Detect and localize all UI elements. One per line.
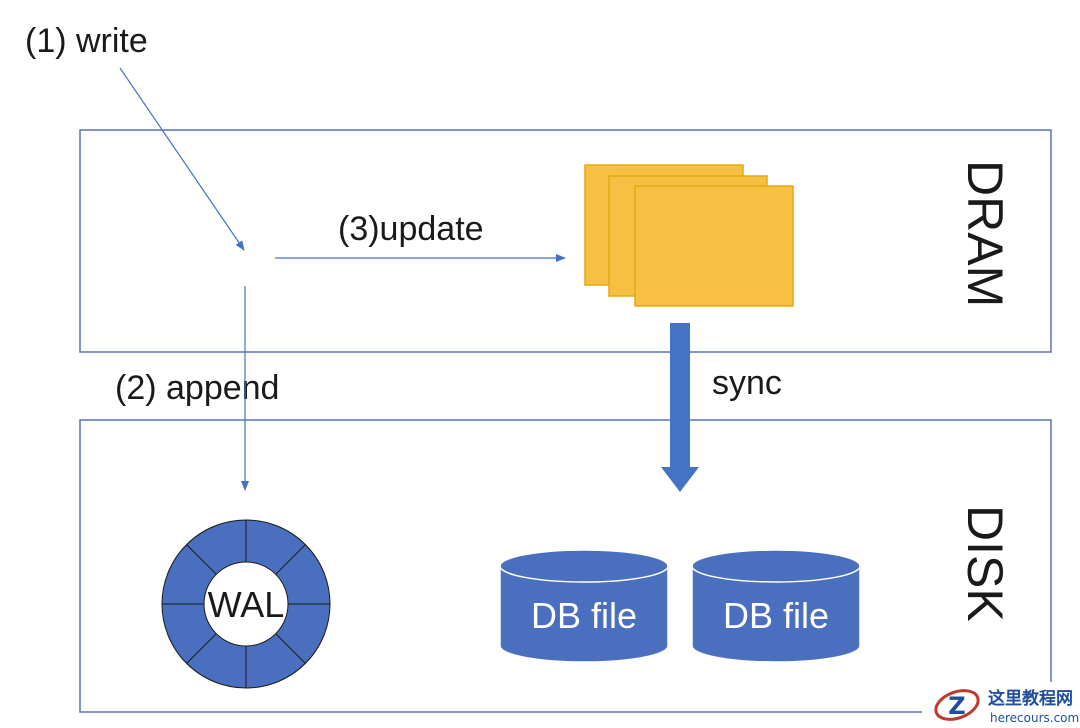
svg-text:Z: Z xyxy=(948,692,965,720)
wal-ring xyxy=(161,519,331,689)
disk-label: DISK xyxy=(957,505,1013,622)
write-arrow xyxy=(119,67,245,251)
db-file-cylinder xyxy=(499,549,669,663)
sync-arrow xyxy=(661,323,699,492)
write-label: (1) write xyxy=(25,22,148,60)
watermark-title: 这里教程网 xyxy=(988,688,1073,709)
dram-region xyxy=(79,129,1052,353)
watermark-url: herecours.com xyxy=(990,711,1079,725)
memory-page xyxy=(634,185,794,307)
dram-label: DRAM xyxy=(957,160,1013,307)
disk-region xyxy=(79,419,1052,713)
wal-label: WAL xyxy=(208,584,285,625)
db-file-label: DB file xyxy=(723,595,829,636)
sync-label: sync xyxy=(712,364,782,402)
db-file-cylinder xyxy=(691,549,861,663)
memory-pages xyxy=(584,164,794,307)
update-label: (3)update xyxy=(338,210,484,248)
watermark-logo-icon: Z xyxy=(934,689,980,721)
db-file-label: DB file xyxy=(531,595,637,636)
append-label: (2) append xyxy=(115,369,279,407)
watermark: Z 这里教程网 herecours.com xyxy=(922,682,1080,728)
